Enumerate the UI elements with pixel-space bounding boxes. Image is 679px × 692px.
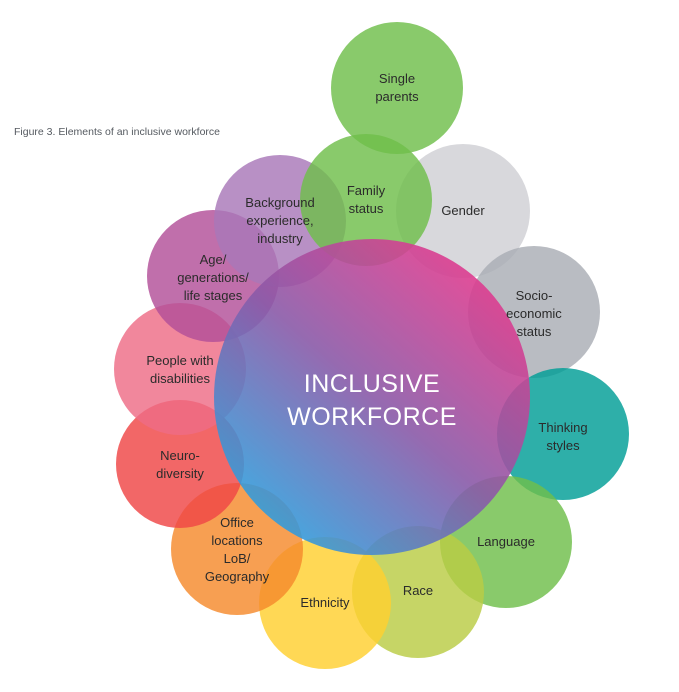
people-with-disabilities-label: People with disabilities (146, 353, 213, 386)
neuro-diversity-circle (116, 400, 244, 528)
people-with-disabilities-label-line: disabilities (150, 371, 210, 386)
age-generations-label: Age/generations/life stages (177, 252, 249, 303)
center-title-line: WORKFORCE (287, 403, 457, 431)
socio-economic-status-label-line: economic (506, 306, 562, 321)
age-generations-label-line: generations/ (177, 270, 249, 285)
office-locations-label-line: LoB/ (224, 551, 251, 566)
single-parents-label: Single parents (375, 71, 419, 104)
figure-caption: Figure 3. Elements of an inclusive workf… (14, 126, 221, 138)
thinking-styles-circle (497, 368, 629, 500)
language-label: Language (477, 534, 535, 549)
language-label-line: Language (477, 534, 535, 549)
office-locations-label-line: Geography (205, 569, 270, 584)
office-locations-label-line: Office (220, 515, 254, 530)
thinking-styles-label: Thinking styles (538, 420, 587, 453)
ethnicity-label: Ethnicity (300, 595, 350, 610)
gender-label: Gender (441, 203, 485, 218)
single-parents-circle (331, 22, 463, 154)
race-label: Race (403, 583, 433, 598)
center-title-line: INCLUSIVE (304, 370, 440, 398)
family-status-circle (300, 134, 432, 266)
thinking-styles-label-line: styles (546, 438, 580, 453)
neuro-diversity-label-line: diversity (156, 466, 204, 481)
socio-economic-status-label: Socio-economic status (506, 288, 562, 339)
socio-economic-status-label-line: Socio- (516, 288, 553, 303)
family-status-label-line: Family (347, 183, 386, 198)
family-status-label: Family status (347, 183, 386, 216)
race-label-line: Race (403, 583, 433, 598)
background-experience-label-line: experience, (246, 213, 313, 228)
people-with-disabilities-label-line: People with (146, 353, 213, 368)
single-parents-label-line: Single (379, 71, 415, 86)
age-generations-label-line: Age/ (200, 252, 227, 267)
gender-circle (396, 144, 530, 278)
background-experience-label-line: industry (257, 231, 303, 246)
ethnicity-label-line: Ethnicity (300, 595, 350, 610)
inclusive-workforce-center-circle (214, 239, 530, 555)
background-experience-label-line: Background (245, 195, 314, 210)
office-locations-label-line: locations (211, 533, 263, 548)
family-status-label-line: status (349, 201, 384, 216)
single-parents-label-line: parents (375, 89, 419, 104)
socio-economic-status-label-line: status (517, 324, 552, 339)
center-title: INCLUSIVE WORKFORCE (287, 370, 457, 431)
neuro-diversity-label: Neuro-diversity (156, 448, 204, 481)
thinking-styles-label-line: Thinking (538, 420, 587, 435)
gender-label-line: Gender (441, 203, 485, 218)
age-generations-label-line: life stages (184, 288, 243, 303)
background-experience-label: Background experience, industry (245, 195, 314, 246)
neuro-diversity-label-line: Neuro- (160, 448, 200, 463)
